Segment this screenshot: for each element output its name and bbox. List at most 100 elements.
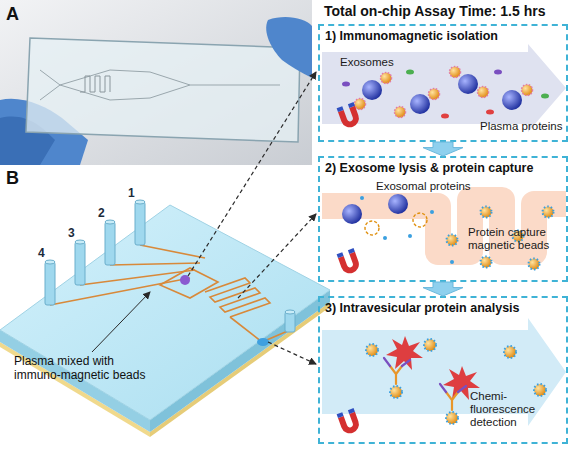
inlet-channel: [50, 245, 205, 305]
process-box: 1) Immunomagnetic isolationExosomesPlasm…: [318, 24, 568, 142]
detection-spot: [257, 338, 269, 346]
glass-slide: [26, 38, 300, 142]
outlet: [285, 312, 295, 332]
protein: [494, 70, 502, 75]
magnet-symbol: [337, 408, 362, 436]
outlet-top: [285, 310, 295, 314]
exosome: [522, 85, 533, 96]
protein: [342, 82, 350, 87]
antibody: [440, 384, 466, 392]
chip-photo: [0, 0, 312, 165]
flow-arrow: [423, 142, 463, 156]
process-box: 2) Exosome lysis & protein captureExosom…: [318, 156, 568, 282]
inlet-top: [135, 200, 145, 204]
protein: [360, 196, 364, 200]
inlet-top: [45, 260, 55, 264]
serpentine-channel: [205, 278, 270, 317]
magnetic-bead: [342, 204, 362, 224]
capture-bead: [366, 344, 378, 356]
callout-number: 1: [128, 186, 142, 200]
plasma-proteins: [342, 70, 549, 119]
magnet-symbol: [337, 102, 362, 130]
inlet: [75, 242, 85, 285]
exosome: [381, 73, 392, 84]
exosomal-proteins: [360, 196, 454, 264]
capture-bead: [481, 207, 492, 218]
capture-bead: [447, 235, 458, 246]
capture-bead: [543, 207, 554, 218]
exosome: [478, 87, 489, 98]
inlet-top: [75, 240, 85, 244]
protein: [406, 70, 414, 75]
block-arrow: [423, 142, 463, 156]
chip-face: [0, 205, 330, 420]
leader-line: [92, 292, 150, 352]
protein: [450, 260, 454, 264]
magnetic-bead: [410, 94, 430, 114]
serpentine-channel: [80, 76, 110, 92]
block-arrow: [423, 282, 463, 296]
glove: [266, 17, 312, 78]
process-box: 3) Intravesicular protein analysisChemi-…: [318, 296, 568, 444]
exosome: [355, 99, 366, 110]
lysed-exosome: [413, 213, 427, 227]
exosomes: [355, 67, 533, 118]
isolation-illustration: [322, 44, 566, 132]
magnetic-bead: [388, 194, 408, 214]
annotation: Plasma mixed with immuno-magnetic beads: [14, 354, 162, 382]
magnet-pole: [348, 102, 355, 108]
lysed-exosome: [365, 221, 379, 235]
part-label: Exosomal proteins: [376, 180, 488, 193]
protein: [408, 234, 412, 238]
inlet-top: [105, 220, 115, 224]
zoom-arrows: [188, 72, 316, 364]
antibodies: [384, 358, 466, 410]
part-label: Plasma proteins: [480, 120, 566, 133]
capture-bead: [534, 384, 546, 396]
bead-spot: [180, 275, 190, 285]
inlet: [135, 202, 145, 245]
step-heading: 2) Exosome lysis & protein capture: [325, 161, 565, 176]
protein: [430, 210, 434, 214]
capture-bead: [481, 257, 492, 268]
antibody: [446, 392, 458, 410]
inlet: [105, 222, 115, 265]
exosome: [429, 89, 440, 100]
lysis-illustration: [322, 194, 566, 276]
chip-3d: [0, 200, 330, 437]
flow-band: [322, 44, 566, 132]
chip-channel: [60, 70, 190, 100]
magnet-pole: [348, 248, 355, 254]
zoom-arrow: [268, 342, 316, 364]
capture-bead: [424, 339, 436, 351]
magnet-pole: [337, 412, 344, 418]
panel-letter: A: [6, 4, 26, 24]
photo-background: [0, 0, 312, 165]
mixing-chamber: [160, 268, 218, 298]
magnetic-bead: [502, 90, 522, 110]
exosome: [395, 107, 406, 118]
capture-bead: [446, 412, 458, 424]
antibody: [384, 358, 410, 366]
exosome: [450, 67, 461, 78]
protein: [441, 114, 449, 119]
capture-bead: [390, 386, 402, 398]
zoom-arrow: [188, 72, 316, 276]
magnet-pole: [348, 408, 355, 414]
capture-bead: [504, 346, 516, 358]
protein: [486, 110, 494, 115]
analysis-illustration: [322, 318, 566, 436]
part-label: Protein capture magnetic beads: [468, 226, 564, 252]
inlet: [45, 262, 55, 305]
antibody: [390, 366, 402, 384]
capture-bead: [529, 259, 540, 270]
magnet-symbol: [337, 248, 362, 276]
flow-arrow: [423, 282, 463, 296]
diagram-title: Total on-chip Assay Time: 1.5 hrs: [324, 3, 570, 20]
serpentine-band: [322, 200, 566, 252]
callout-number: 4: [38, 246, 52, 260]
part-label: Chemi-fluorescence detection: [470, 390, 565, 429]
callout-number: 3: [68, 226, 82, 240]
